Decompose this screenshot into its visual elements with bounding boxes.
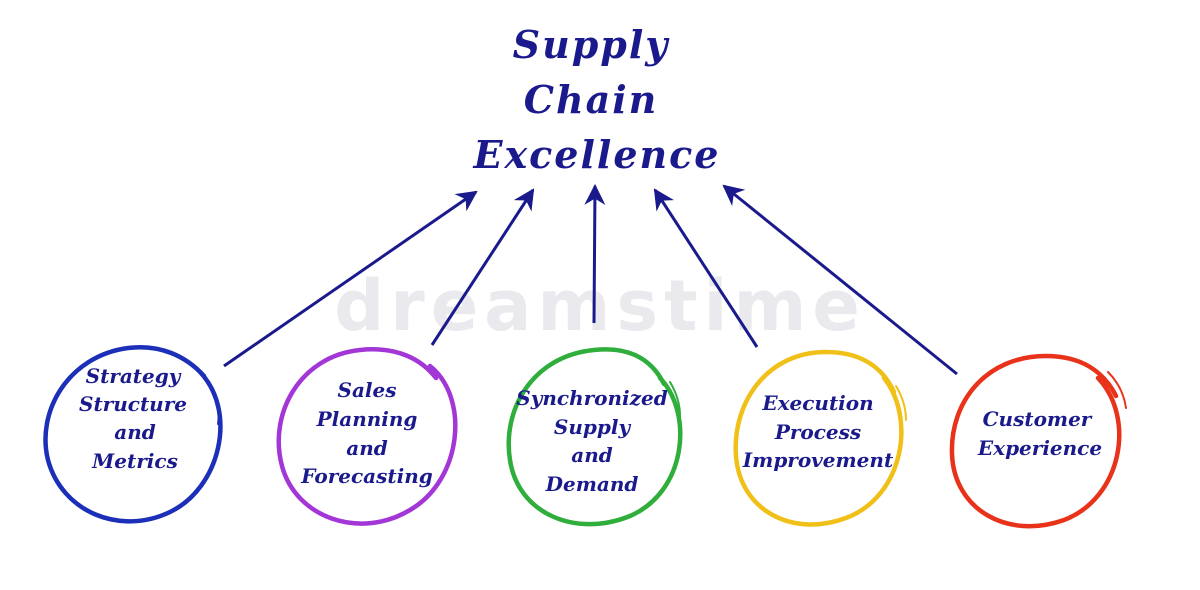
diagram-title: Supply Chain Excellence [473, 22, 721, 177]
node-label-sales-2: Planning [316, 407, 418, 431]
node-label-synchronized-4: Demand [545, 472, 639, 496]
node-label-sales-3: and [346, 436, 388, 460]
node-label-synchronized-2: Supply [554, 415, 632, 439]
title-line-3: Excellence [473, 132, 721, 177]
arrow-strategy [223, 190, 478, 368]
node-label-strategy-4: Metrics [91, 449, 178, 473]
node-circle-synchronized [506, 347, 683, 527]
node-circles [43, 345, 1127, 529]
node-label-strategy-1: Strategy [86, 364, 182, 388]
node-label-customer-2: Experience [977, 436, 1102, 460]
node-circle-customer [949, 353, 1127, 529]
watermark: dreamstime [334, 265, 866, 347]
node-label-execution-2: Process [774, 420, 861, 444]
arrow-customer [722, 184, 958, 376]
node-label-synchronized-3: and [571, 443, 613, 467]
arrow-synchronized [584, 183, 606, 324]
node-label-strategy-3: and [114, 420, 156, 444]
arrows [223, 183, 958, 376]
arrow-sales [430, 188, 535, 346]
node-circle-execution [733, 349, 907, 527]
arrow-execution [653, 188, 759, 348]
node-circle-strategy [43, 345, 223, 524]
node-label-strategy-2: Structure [79, 392, 187, 416]
node-label-execution-3: Improvement [742, 448, 894, 472]
node-label-synchronized-1: Synchronized [516, 386, 667, 410]
title-line-2: Chain [524, 77, 659, 122]
node-label-customer-1: Customer [983, 407, 1093, 431]
title-line-1: Supply [513, 22, 671, 67]
node-label-sales-1: Sales [338, 378, 397, 402]
node-label-sales-4: Forecasting [300, 464, 432, 488]
node-circle-sales [276, 347, 458, 526]
node-labels: Strategy Structure and Metrics Sales Pla… [79, 364, 1102, 496]
node-label-execution-1: Execution [761, 391, 873, 415]
